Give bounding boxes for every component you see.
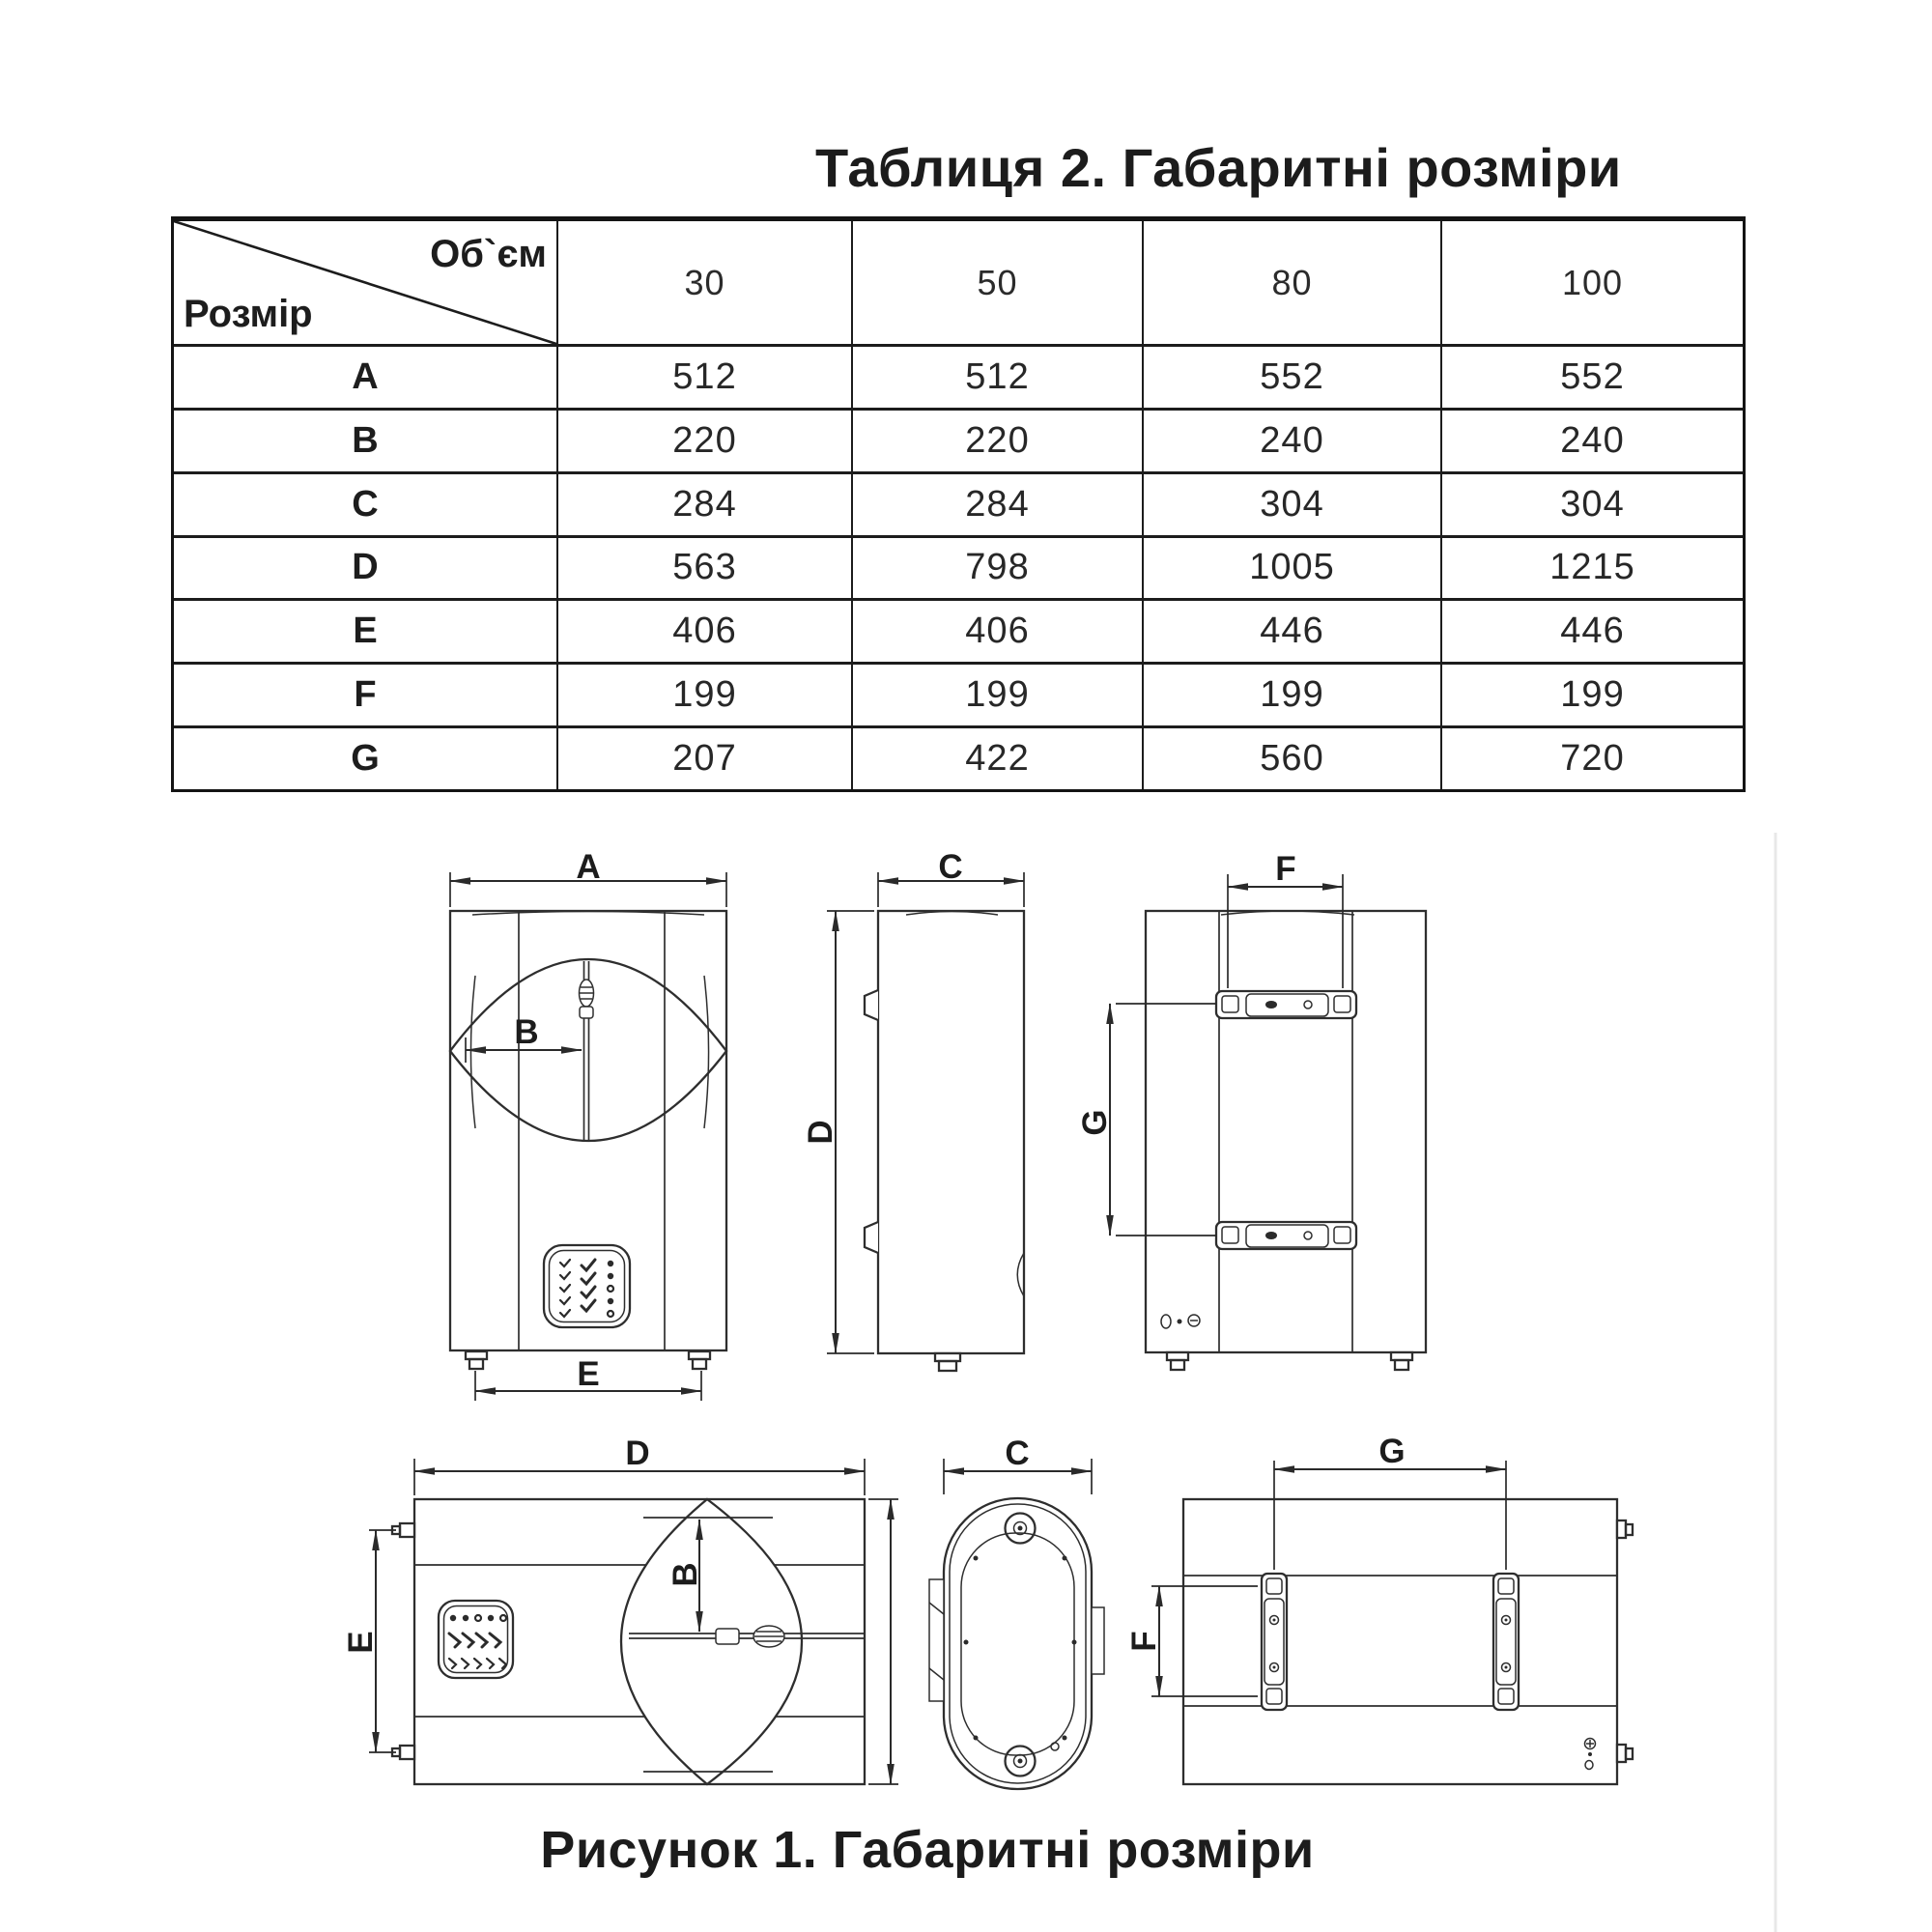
view-top-oval: C bbox=[928, 1435, 1105, 1791]
feet bbox=[464, 1350, 712, 1371]
row-label: F bbox=[174, 662, 556, 725]
rating-marks bbox=[1160, 1314, 1201, 1329]
value-cell: 798 bbox=[851, 534, 1142, 599]
value-cell: 406 bbox=[556, 598, 851, 663]
dim-label-f: F bbox=[1275, 850, 1295, 888]
mounting-bracket bbox=[1214, 1220, 1358, 1251]
mounting-bracket bbox=[1214, 989, 1358, 1020]
value-cell: 199 bbox=[1142, 662, 1440, 726]
value-cell: 199 bbox=[556, 662, 851, 726]
column-header: 100 bbox=[1440, 221, 1743, 344]
value-cell: 1005 bbox=[1142, 534, 1440, 599]
corner-size-label: Розмір bbox=[184, 293, 313, 335]
row-label: C bbox=[174, 470, 556, 535]
value-cell: 207 bbox=[556, 725, 851, 789]
figure-caption: Рисунок 1. Габаритні розміри bbox=[540, 1821, 1315, 1879]
value-cell: 220 bbox=[851, 407, 1142, 471]
dim-label-e: E bbox=[342, 1631, 380, 1653]
value-cell: 563 bbox=[556, 534, 851, 599]
mounting-bracket bbox=[1492, 1572, 1520, 1712]
row-label: E bbox=[174, 598, 556, 662]
value-cell: 304 bbox=[1142, 470, 1440, 535]
dim-label-e: E bbox=[577, 1355, 599, 1393]
dim-label-d: D bbox=[625, 1435, 649, 1472]
view-front-vertical: A B E bbox=[448, 848, 728, 1401]
dim-label-f: F bbox=[1125, 1631, 1163, 1651]
value-cell: 512 bbox=[851, 344, 1142, 408]
value-cell: 560 bbox=[1142, 725, 1440, 789]
row-label: G bbox=[174, 725, 556, 789]
dimensions-table: Об`єм Розмір 30 50 80 100 A 512 512 552 … bbox=[171, 216, 1746, 792]
table-corner-cell: Об`єм Розмір bbox=[174, 221, 556, 344]
value-cell: 284 bbox=[556, 470, 851, 535]
row-label: B bbox=[174, 407, 556, 471]
table-title: Таблиця 2. Габаритні розміри bbox=[815, 137, 1622, 198]
row-label: A bbox=[174, 344, 556, 408]
value-cell: 406 bbox=[851, 598, 1142, 663]
value-cell: 446 bbox=[1440, 598, 1743, 663]
side-bracket bbox=[928, 1578, 945, 1702]
dim-label-g: G bbox=[1378, 1433, 1405, 1470]
column-header: 30 bbox=[556, 221, 851, 344]
rating-marks bbox=[1583, 1737, 1597, 1771]
column-header: 50 bbox=[851, 221, 1142, 344]
value-cell: 199 bbox=[1440, 662, 1743, 726]
dim-label-c: C bbox=[938, 848, 962, 886]
value-cell: 220 bbox=[556, 407, 851, 471]
view-rear-horizontal: G F bbox=[1125, 1433, 1634, 1786]
mounting-bracket bbox=[1260, 1572, 1289, 1712]
column-header: 80 bbox=[1142, 221, 1440, 344]
dim-label-b: B bbox=[667, 1562, 704, 1586]
value-cell: 552 bbox=[1142, 344, 1440, 408]
corner-volume-label: Об`єм bbox=[430, 233, 547, 275]
view-side-vertical: C D bbox=[802, 848, 1026, 1373]
value-cell: 446 bbox=[1142, 598, 1440, 663]
value-cell: 552 bbox=[1440, 344, 1743, 408]
value-cell: 304 bbox=[1440, 470, 1743, 535]
value-cell: 720 bbox=[1440, 725, 1743, 789]
dim-label-a: A bbox=[576, 848, 600, 886]
value-cell: 240 bbox=[1440, 407, 1743, 471]
value-cell: 284 bbox=[851, 470, 1142, 535]
value-cell: 1215 bbox=[1440, 534, 1743, 599]
dim-label-d: D bbox=[802, 1120, 839, 1144]
dim-label-b: B bbox=[514, 1013, 538, 1051]
value-cell: 512 bbox=[556, 344, 851, 408]
side-bracket bbox=[1091, 1606, 1105, 1675]
diagonal-divider bbox=[174, 221, 556, 344]
dim-label-c: C bbox=[1005, 1435, 1029, 1472]
dim-label-g: G bbox=[1076, 1109, 1114, 1135]
value-cell: 199 bbox=[851, 662, 1142, 726]
value-cell: 422 bbox=[851, 725, 1142, 789]
view-rear-vertical: F G bbox=[1076, 850, 1428, 1372]
view-front-horizontal: D B E bbox=[342, 1435, 898, 1786]
row-label: D bbox=[174, 534, 556, 599]
value-cell: 240 bbox=[1142, 407, 1440, 471]
